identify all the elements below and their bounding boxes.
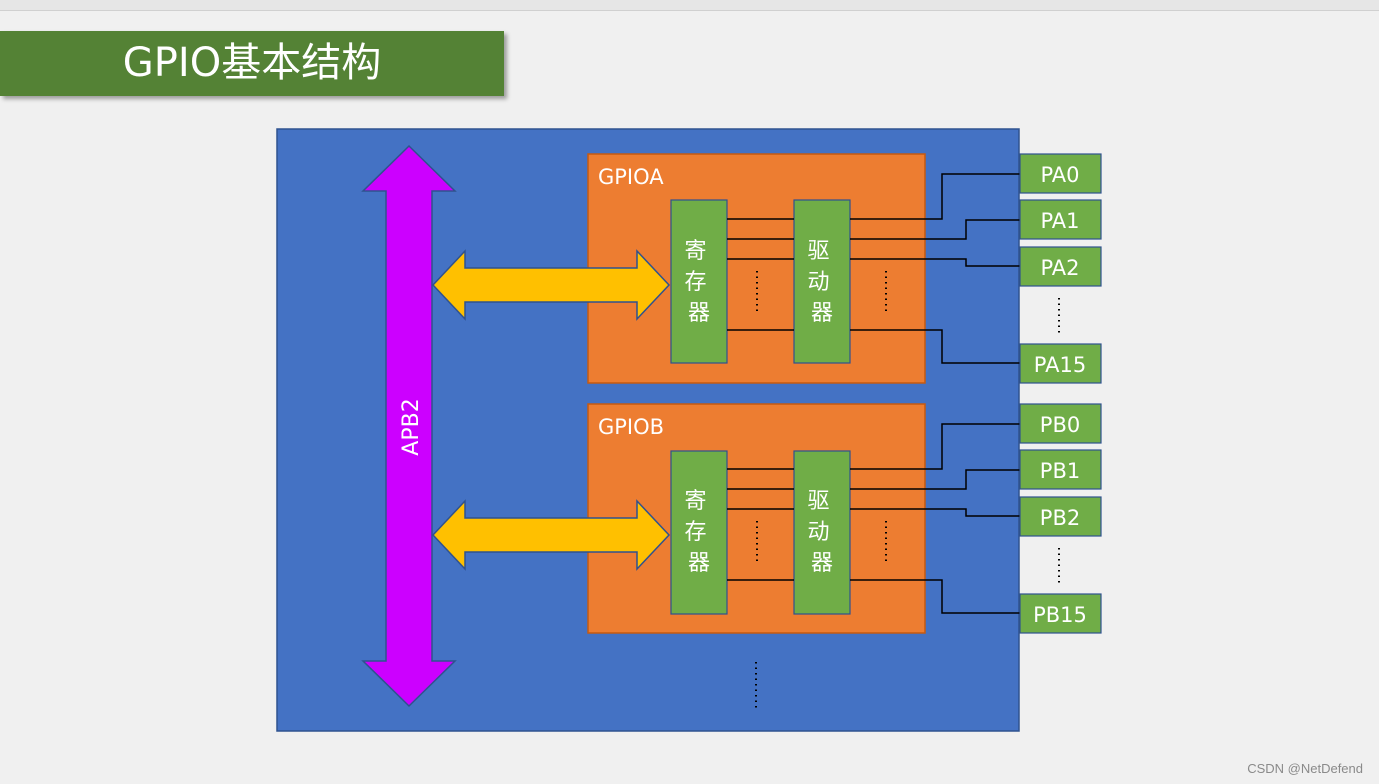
gpiob-driver-char-1: 驱 xyxy=(807,489,829,514)
gpiob-driver-label: 驱 动 器 xyxy=(807,489,836,576)
gpioa-register-label: 寄 存 器 xyxy=(684,239,713,326)
gpiob-driver xyxy=(793,450,851,615)
gpioa-driver-label: 驱 动 器 xyxy=(807,239,836,326)
gpiob-register-char-1: 寄 xyxy=(684,489,706,514)
gpiob-internal-lines xyxy=(727,423,1020,614)
gpiob-register-char-2: 存 xyxy=(684,520,706,545)
pin-label: PB1 xyxy=(1040,459,1080,483)
gpioa-pins: PA0 PA1 PA2 PA15 xyxy=(1019,153,1102,384)
gpiob-register-char-3: 器 xyxy=(688,551,710,576)
pin-label: PB15 xyxy=(1033,603,1087,627)
gpiob-driver-char-2: 动 xyxy=(807,520,829,545)
gpioa-register-char-1: 寄 xyxy=(684,239,706,264)
apb2-label: APB2 xyxy=(399,398,424,455)
pin-label: PB0 xyxy=(1040,413,1080,437)
gpioa-driver-char-3: 器 xyxy=(811,301,833,326)
gpiob-label: GPIOB xyxy=(598,415,664,439)
pin-box xyxy=(1019,449,1102,490)
gpiob-driver-char-3: 器 xyxy=(811,551,833,576)
gpioa-driver-char-1: 驱 xyxy=(807,239,829,264)
pin-label: PA0 xyxy=(1040,163,1079,187)
title-banner: GPIO基本结构 xyxy=(0,31,504,96)
pin-box xyxy=(1019,343,1102,384)
pin-box xyxy=(1019,153,1102,194)
gpiob-register-label: 寄 存 器 xyxy=(684,489,713,576)
gpioa-internal-lines xyxy=(727,173,1020,364)
gpioa-register-char-3: 器 xyxy=(688,301,710,326)
apb2-bus-arrow xyxy=(361,144,457,708)
gpiob-block: GPIOB 寄 存 器 驱 动 器 xyxy=(431,403,1020,634)
gpioa-label: GPIOA xyxy=(598,165,664,189)
top-border xyxy=(0,0,1379,11)
watermark: CSDN @NetDefend xyxy=(1247,761,1363,776)
pin-box xyxy=(1019,496,1102,537)
gpioa-register xyxy=(670,199,728,364)
pin-label: PA2 xyxy=(1040,256,1079,280)
pin-box xyxy=(1019,403,1102,444)
pin-box xyxy=(1019,246,1102,287)
pin-box xyxy=(1019,593,1102,634)
gpioa-data-arrow xyxy=(431,249,671,321)
gpiob-pins: PB0 PB1 PB2 PB15 xyxy=(1019,403,1102,634)
page-title: GPIO基本结构 xyxy=(122,40,382,86)
pin-box xyxy=(1019,199,1102,240)
gpioa-driver-char-2: 动 xyxy=(807,270,829,295)
pin-label: PB2 xyxy=(1040,506,1080,530)
gpiob-data-arrow xyxy=(431,499,671,571)
gpiob-register xyxy=(670,450,728,615)
gpioa-register-char-2: 存 xyxy=(684,270,706,295)
gpioa-block: GPIOA 寄 存 器 驱 动 器 xyxy=(431,153,1020,384)
pin-label: PA1 xyxy=(1040,209,1079,233)
gpioa-driver xyxy=(793,199,851,364)
pin-label: PA15 xyxy=(1034,353,1086,377)
